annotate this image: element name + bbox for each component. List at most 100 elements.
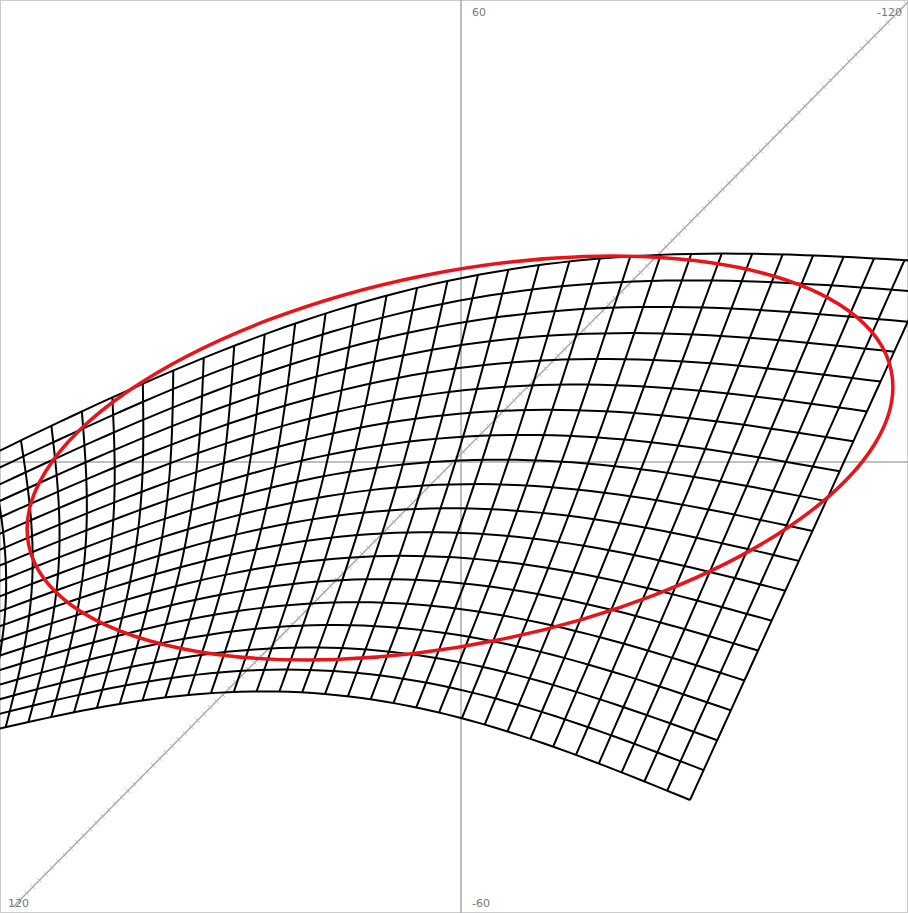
axis-tick <box>600 309 604 313</box>
mesh-line <box>0 359 881 530</box>
axis-tick <box>797 110 801 114</box>
axis-tick <box>81 833 85 837</box>
axis-tick <box>126 789 130 793</box>
axis-tick <box>752 155 756 159</box>
axis-tick <box>556 354 560 358</box>
axis-tick <box>638 270 642 274</box>
axis-tick <box>31 885 35 889</box>
axis-tick <box>790 117 794 121</box>
mesh-line <box>28 426 59 722</box>
axis-tick <box>411 501 415 505</box>
axis-tick <box>581 328 585 332</box>
mesh-line <box>325 281 448 694</box>
axis-tick <box>442 469 446 473</box>
axis-tick <box>62 853 66 857</box>
axis-tick <box>714 194 718 198</box>
axis-label: 60 <box>470 6 488 19</box>
axis-tick <box>474 437 478 441</box>
mesh-line <box>0 435 840 574</box>
axis-tick <box>487 424 491 428</box>
mesh-line <box>188 334 265 695</box>
axis-tick <box>297 616 301 620</box>
axis-tick <box>69 846 73 850</box>
axis-tick <box>588 322 592 326</box>
axis-tick <box>157 757 161 761</box>
axis-tick <box>803 104 807 108</box>
mesh-line <box>279 296 386 692</box>
axis-tick <box>904 2 908 6</box>
mesh-line <box>0 691 690 800</box>
axis-tick <box>113 802 117 806</box>
axis-tick <box>721 187 725 191</box>
axis-tick <box>841 66 845 70</box>
axis-tick <box>252 661 256 665</box>
mesh-line <box>302 288 417 693</box>
axis-label: -60 <box>470 897 492 910</box>
mesh-line <box>690 262 908 800</box>
axis-tick <box>170 744 174 748</box>
mesh-line <box>97 384 143 708</box>
mesh-line <box>371 270 509 700</box>
axis-tick <box>322 590 326 594</box>
mesh-line <box>143 358 204 701</box>
axis-tick <box>518 392 522 396</box>
axis-tick <box>354 558 358 562</box>
axis-tick <box>537 373 541 377</box>
axis-tick <box>683 226 687 230</box>
axis-tick <box>138 776 142 780</box>
axis-tick <box>37 878 41 882</box>
axis-tick <box>164 750 168 754</box>
mesh-line <box>348 275 478 696</box>
mesh-line <box>599 255 813 763</box>
mesh-line <box>622 257 844 773</box>
mesh-line <box>0 385 867 545</box>
axis-tick <box>145 770 149 774</box>
mesh-line <box>576 254 783 755</box>
axis-tick <box>708 200 712 204</box>
axis-label: -120 <box>875 6 904 19</box>
axis-tick <box>626 283 630 287</box>
axis-tick <box>689 219 693 223</box>
axis-tick <box>94 821 98 825</box>
axis-tick <box>468 443 472 447</box>
axis-tick <box>107 808 111 812</box>
surface-mesh <box>0 254 908 800</box>
axis-tick <box>208 706 212 710</box>
axis-tick <box>505 405 509 409</box>
axis-tick <box>759 149 763 153</box>
mesh-line <box>165 346 234 698</box>
axis-tick <box>778 130 782 134</box>
axis-tick <box>727 181 731 185</box>
axis-tick <box>151 763 155 767</box>
axis-tick <box>632 277 636 281</box>
red-curve <box>0 189 908 728</box>
axis-tick <box>702 206 706 210</box>
axis-tick <box>809 98 813 102</box>
axis-tick <box>771 136 775 140</box>
mesh-line <box>0 647 717 740</box>
mesh-line <box>462 256 630 718</box>
axis-tick <box>879 27 883 31</box>
axis-tick <box>227 686 231 690</box>
axis-tick <box>56 859 60 863</box>
axis-tick <box>132 782 136 786</box>
axis-tick <box>176 738 180 742</box>
mesh-line <box>439 259 600 713</box>
axis-tick <box>25 891 29 895</box>
axis-label: 120 <box>6 897 31 910</box>
axis-tick <box>866 40 870 44</box>
axis-tick <box>664 245 668 249</box>
mesh-line <box>0 602 744 680</box>
mesh-line <box>667 260 904 791</box>
axis-tick <box>676 232 680 236</box>
axis-tick <box>195 718 199 722</box>
axis-tick <box>480 430 484 434</box>
axis-tick <box>183 731 187 735</box>
axis-tick <box>784 123 788 127</box>
axis-tick <box>423 488 427 492</box>
axis-tick <box>765 142 769 146</box>
axis-tick <box>189 725 193 729</box>
